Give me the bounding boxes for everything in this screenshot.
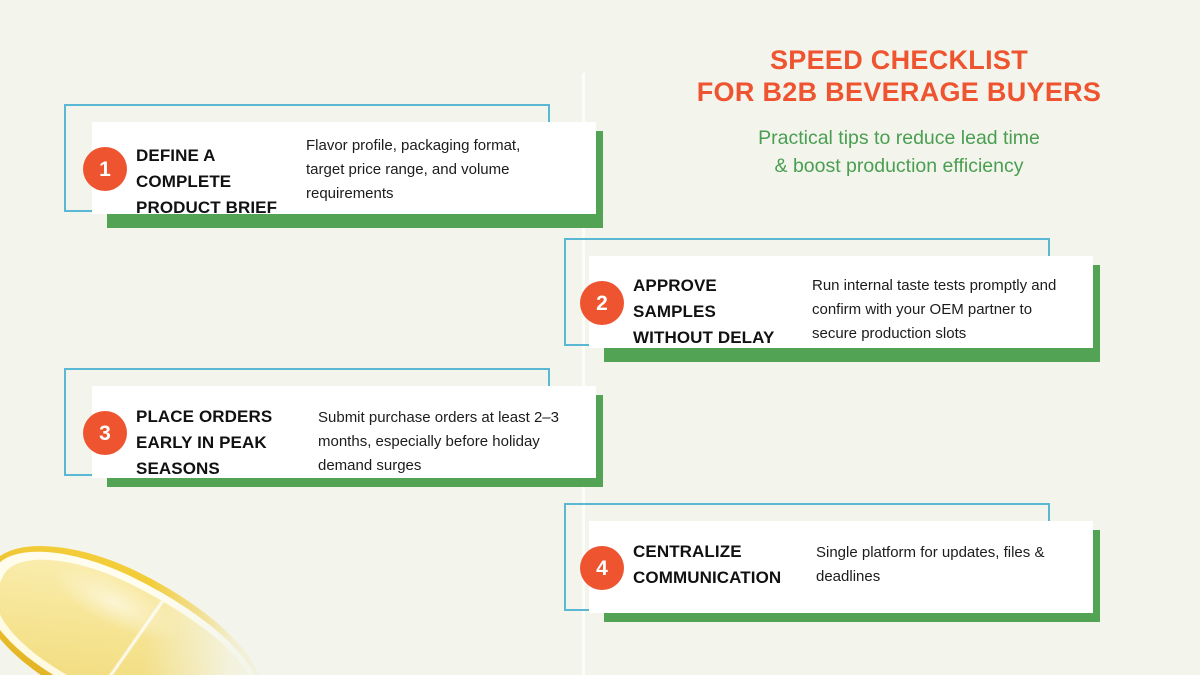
lemon-rind bbox=[0, 512, 270, 675]
step-4-white-panel bbox=[589, 521, 1093, 613]
step-2-description: Run internal taste tests promptly and co… bbox=[812, 277, 1057, 342]
page-title: SPEED CHECKLIST FOR B2B BEVERAGE BUYERS bbox=[638, 44, 1160, 108]
page-subtitle: Practical tips to reduce lead time & boo… bbox=[638, 124, 1160, 180]
subtitle-line-1: Practical tips to reduce lead time bbox=[758, 127, 1040, 149]
lemon-fade-overlay bbox=[0, 508, 270, 675]
step-3-title: PLACE ORDERS EARLY IN PEAK SEASONS bbox=[136, 404, 272, 482]
step-1-white-panel bbox=[92, 122, 596, 214]
step-3-title-line-3: SEASONS bbox=[136, 459, 220, 478]
step-3-number-badge: 3 bbox=[83, 411, 127, 455]
lemon-gloss bbox=[43, 551, 189, 655]
lemon-decoration bbox=[0, 508, 270, 675]
step-3-title-line-2: EARLY IN PEAK bbox=[136, 433, 267, 452]
step-2-title-line-2: SAMPLES bbox=[633, 302, 716, 321]
step-4-title: CENTRALIZE COMMUNICATION bbox=[633, 539, 781, 591]
step-4-number-badge: 4 bbox=[580, 546, 624, 590]
step-2-title: APPROVE SAMPLES WITHOUT DELAY bbox=[633, 273, 774, 351]
step-1-title-line-1: DEFINE A bbox=[136, 146, 216, 165]
lemon-wedge-icon bbox=[0, 512, 270, 675]
header-block: SPEED CHECKLIST FOR B2B BEVERAGE BUYERS … bbox=[638, 44, 1160, 180]
step-1-description: Flavor profile, packaging format, target… bbox=[306, 137, 521, 202]
step-1-number-badge: 1 bbox=[83, 147, 127, 191]
step-3-description: Submit purchase orders at least 2–3 mont… bbox=[318, 409, 559, 474]
step-4-description: Single platform for updates, files & dea… bbox=[816, 544, 1045, 585]
step-3-title-line-1: PLACE ORDERS bbox=[136, 407, 273, 426]
step-4-number: 4 bbox=[596, 556, 608, 580]
step-1-title-line-3: PRODUCT BRIEF bbox=[136, 198, 278, 217]
step-2-number-badge: 2 bbox=[580, 281, 624, 325]
title-line-1: SPEED CHECKLIST bbox=[769, 45, 1029, 75]
step-4-title-line-2: COMMUNICATION bbox=[633, 568, 782, 587]
step-2-number: 2 bbox=[596, 291, 608, 315]
lemon-flesh bbox=[0, 532, 270, 675]
step-2-white-panel bbox=[589, 256, 1093, 348]
lemon-pith bbox=[0, 521, 270, 675]
step-3-white-panel bbox=[92, 386, 596, 478]
step-3-number: 3 bbox=[99, 421, 111, 445]
step-4-title-line-1: CENTRALIZE bbox=[633, 542, 742, 561]
title-line-2: FOR B2B BEVERAGE BUYERS bbox=[696, 77, 1102, 107]
step-2-title-line-3: WITHOUT DELAY bbox=[633, 328, 775, 347]
step-1-number: 1 bbox=[99, 157, 111, 181]
step-1-title: DEFINE A COMPLETE PRODUCT BRIEF bbox=[136, 143, 277, 221]
vertical-divider bbox=[582, 73, 585, 675]
subtitle-line-2: & boost production efficiency bbox=[774, 155, 1024, 177]
step-1-title-line-2: COMPLETE bbox=[136, 172, 232, 191]
step-2-title-line-1: APPROVE bbox=[633, 276, 717, 295]
